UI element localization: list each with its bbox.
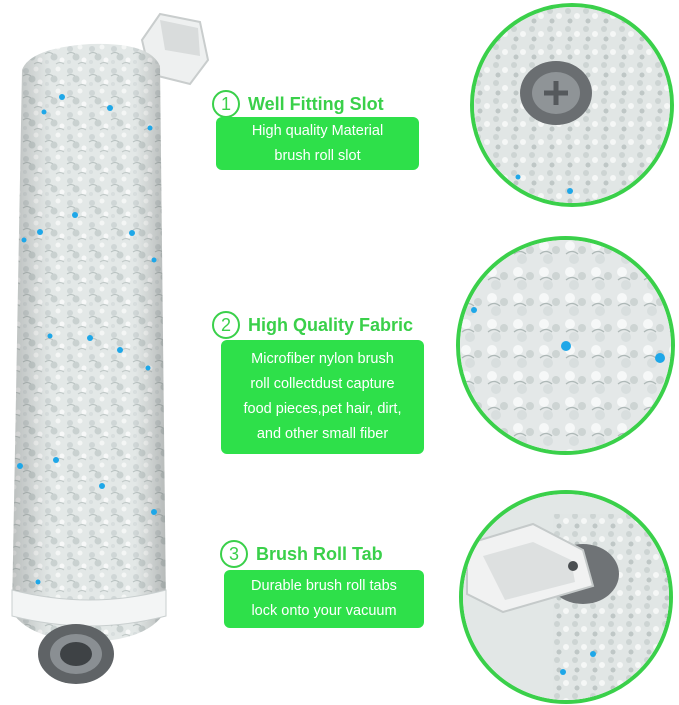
slot-closeup-image	[470, 3, 674, 207]
feature-2-title-row: 2 High Quality Fabric	[212, 311, 413, 339]
feature-number-3: 3	[220, 540, 248, 568]
feature-2-description-box: Microfiber nylon brush roll collectdust …	[221, 340, 424, 454]
fabric-closeup-image	[456, 236, 675, 455]
tab-closeup-image	[459, 490, 673, 704]
feature-title: High Quality Fabric	[248, 314, 414, 335]
feature-line: Durable brush roll tabs	[251, 578, 397, 594]
feature-line: High quality Material	[251, 122, 384, 139]
feature-1-description-box: High quality Material brush roll slot	[216, 117, 419, 170]
feature-line: lock onto your vacuum	[251, 603, 397, 619]
feature-line: food pieces,pet hair, dirt,	[243, 401, 402, 417]
feature-title: Brush Roll Tab	[256, 543, 383, 564]
feature-number-1: 1	[212, 90, 240, 118]
feature-title: Well Fitting Slot	[248, 93, 384, 114]
brush-roll-image	[11, 12, 210, 684]
feature-line: roll collectdust capture	[250, 376, 395, 392]
feature-number-2: 2	[212, 311, 240, 339]
feature-line: brush roll slot	[274, 147, 361, 164]
feature-3-description-box: Durable brush roll tabs lock onto your v…	[224, 570, 424, 628]
feature-1-title-row: 1 Well Fitting Slot	[212, 90, 384, 118]
feature-3-title-row: 3 Brush Roll Tab	[220, 540, 383, 568]
feature-line: and other small fiber	[256, 426, 389, 442]
feature-line: Microfiber nylon brush	[251, 351, 394, 367]
